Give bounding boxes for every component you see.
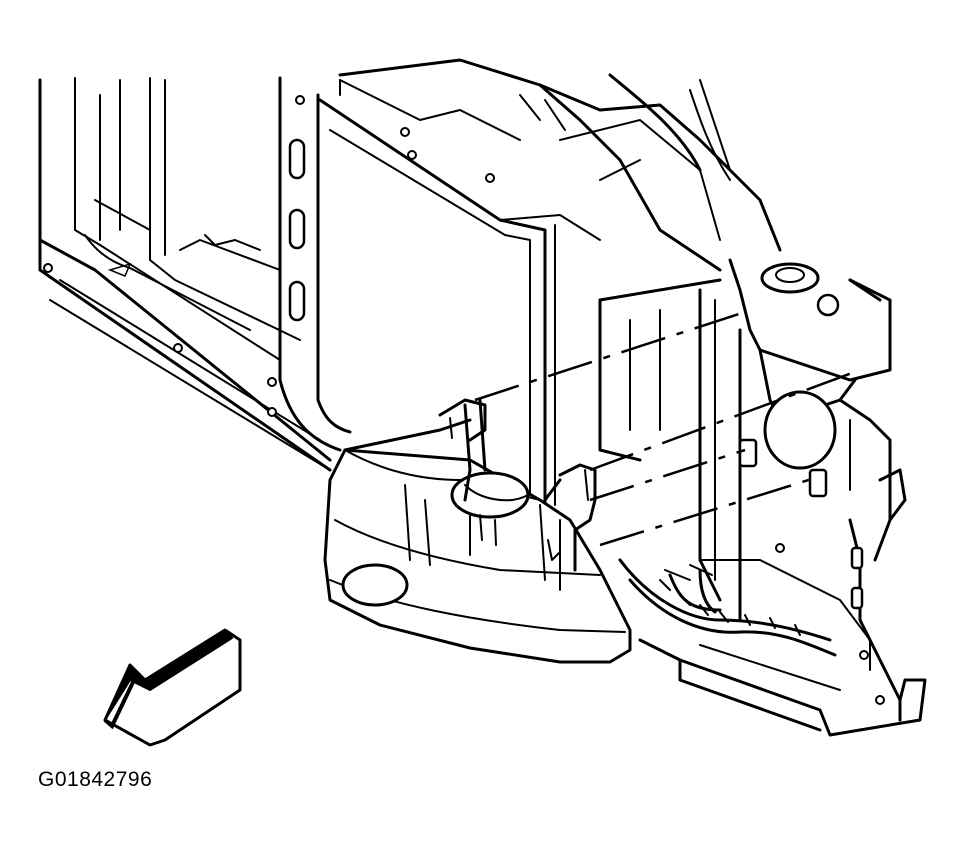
support-slot <box>288 138 306 180</box>
mounting-slot <box>738 438 758 468</box>
figure-id-label: G01842796 <box>38 768 153 791</box>
alignment-line <box>474 310 746 402</box>
side-slot <box>850 546 864 570</box>
fastener-dot <box>267 377 277 387</box>
inner-fender-structure <box>38 77 332 472</box>
installation-alignment-lines <box>474 310 861 547</box>
support-slot <box>288 208 306 250</box>
fastener-dot <box>400 127 410 137</box>
radiator-support-upright <box>278 76 352 452</box>
fastener-dot <box>775 543 785 553</box>
fastener-dot <box>875 695 885 705</box>
mounting-slot <box>808 468 828 498</box>
headlamp-bulb-socket <box>450 471 530 519</box>
alignment-line <box>599 476 816 547</box>
headlamp-assembly <box>323 398 632 664</box>
mounting-hole <box>816 293 840 317</box>
fastener-dot <box>407 150 417 160</box>
lamp-socket-opening <box>763 390 837 470</box>
fastener-dot <box>295 95 305 105</box>
fastener-dot <box>267 407 277 417</box>
fastener-dot <box>859 650 869 660</box>
alignment-line <box>589 448 746 502</box>
front-direction-arrow-icon <box>103 628 242 747</box>
support-slot <box>288 280 306 322</box>
wiring-harness <box>618 558 837 657</box>
side-slot <box>850 586 864 610</box>
small-arrow-mark <box>107 262 132 277</box>
mounting-boss <box>760 262 820 294</box>
fastener-dot <box>43 263 53 273</box>
fastener-dot <box>173 343 183 353</box>
alignment-line <box>589 368 861 472</box>
lower-bumper-bracket <box>638 638 927 737</box>
upper-support-bracket <box>338 58 782 272</box>
headlamp-mounting-panel <box>598 258 907 722</box>
fastener-dot <box>485 173 495 183</box>
radiator-core-panel <box>318 79 601 512</box>
fog-lamp-lens <box>341 563 409 607</box>
